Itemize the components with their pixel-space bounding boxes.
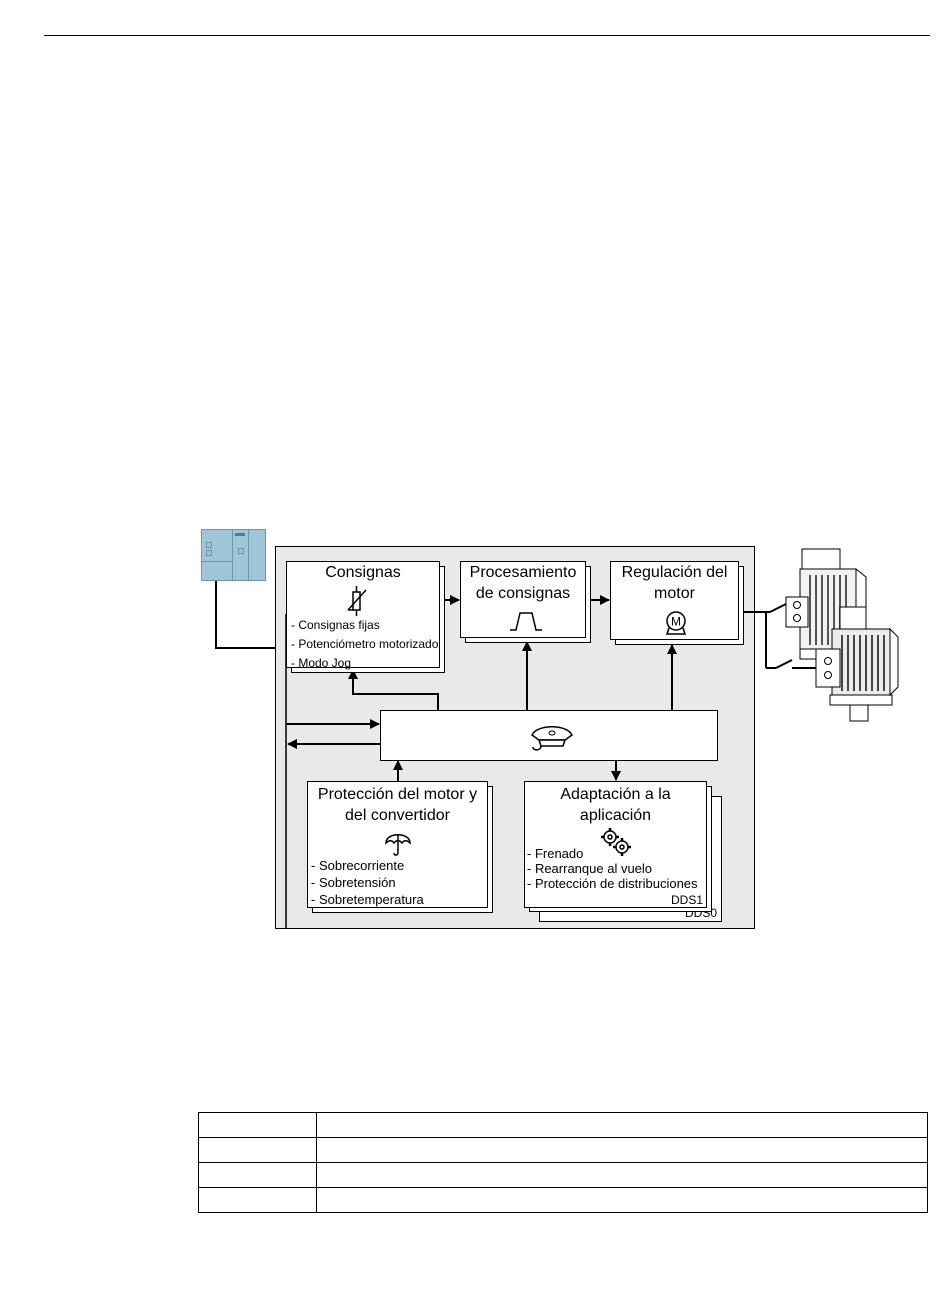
consignas-block: Consignas - Consignas fijas - Potencióme…	[286, 561, 440, 670]
table-cell	[198, 1112, 317, 1138]
parameter-table	[198, 1112, 928, 1213]
consignas-title: Consignas	[325, 564, 401, 581]
regulacion-block: Regulación del motor M	[610, 561, 739, 640]
proteccion-title-line1: Protección del motor y	[317, 786, 478, 803]
proteccion-title-line2: del convertidor	[345, 807, 450, 824]
table-row	[198, 1112, 928, 1138]
list-item: - Consignas fijas	[291, 618, 380, 632]
regulacion-title-line2: motor	[654, 585, 695, 602]
table-row	[198, 1162, 928, 1188]
procesamiento-block: Procesamiento de consignas	[460, 561, 586, 638]
list-item: - Sobrecorriente	[311, 858, 405, 873]
adaptacion-title-line1: Adaptación a la	[560, 786, 671, 803]
central-control-block	[380, 710, 718, 761]
table-cell	[316, 1162, 928, 1188]
gears-icon	[601, 828, 631, 856]
potentiometer-icon	[347, 586, 367, 616]
table-cell	[198, 1162, 317, 1188]
electric-motor-icon	[785, 548, 899, 722]
dds1-label: DDS1	[670, 893, 703, 907]
proteccion-block: Protección del motor y del convertidor -…	[307, 781, 488, 908]
motor-symbol-label: M	[671, 615, 681, 629]
table-cell	[316, 1112, 928, 1138]
captain-hat-icon	[531, 726, 573, 751]
table-cell	[316, 1187, 928, 1213]
ramp-function-icon	[510, 612, 542, 631]
umbrella-icon	[385, 834, 411, 856]
procesamiento-title-line2: de consignas	[475, 585, 571, 602]
regulacion-title-line1: Regulación del	[621, 564, 728, 581]
table-cell	[198, 1137, 317, 1163]
list-item: - Sobretemperatura	[311, 892, 424, 907]
adaptacion-title-line2: aplicación	[579, 807, 652, 824]
header-rule	[44, 35, 930, 36]
list-item: - Modo Jog	[291, 656, 352, 670]
list-item: - Sobretensión	[311, 875, 396, 890]
list-item: - Potenciómetro motorizado	[291, 637, 439, 651]
table-row	[198, 1187, 928, 1213]
list-item: - Rearranque al vuelo	[527, 861, 653, 876]
table-cell	[198, 1187, 317, 1213]
procesamiento-title-line1: Procesamiento	[469, 564, 577, 581]
plc-controller-icon	[201, 529, 266, 581]
adaptacion-block: Adaptación a la aplicación - Frenado - R…	[524, 781, 707, 908]
table-cell	[316, 1137, 928, 1163]
list-item: - Protección de distribuciones	[527, 876, 698, 891]
motor-icon: M	[665, 611, 687, 635]
table-row	[198, 1137, 928, 1163]
list-item: - Frenado	[527, 846, 584, 861]
